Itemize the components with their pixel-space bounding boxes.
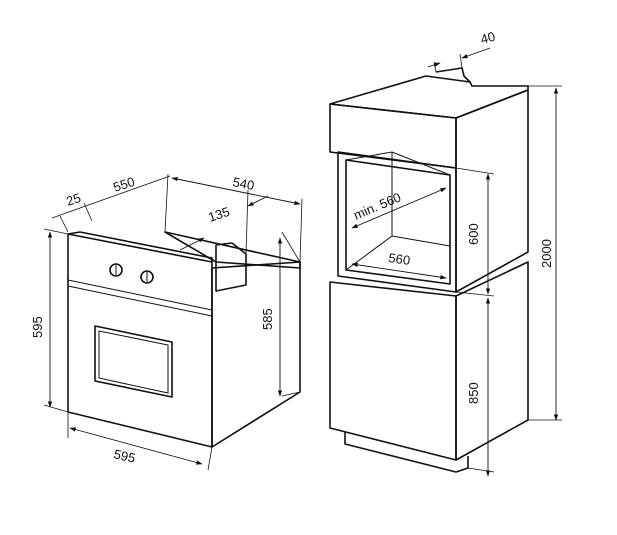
dim-label-600: 600 xyxy=(466,223,481,245)
dim-label-595-horizontal: 595 xyxy=(112,446,137,465)
dim-label-585: 585 xyxy=(260,308,275,330)
oven-front-panel xyxy=(67,233,213,448)
dim-label-540: 540 xyxy=(231,174,255,193)
cabinet-dimensions xyxy=(351,47,562,477)
dim-label-min-560: min. 560 xyxy=(351,189,403,222)
tall-cabinet-drawing xyxy=(329,67,529,473)
oven-dimensions xyxy=(43,173,303,471)
dim-label-135: 135 xyxy=(206,204,231,225)
dim-label-560: 560 xyxy=(388,250,412,268)
cabinet-niche-opening xyxy=(345,159,451,285)
oven-knob-left xyxy=(109,263,123,277)
dim-label-850: 850 xyxy=(466,382,481,404)
dim-label-550: 550 xyxy=(111,174,136,195)
oven-rear-block xyxy=(215,242,247,292)
dim-label-595-vertical: 595 xyxy=(30,316,45,338)
dim-label-25: 25 xyxy=(64,190,82,209)
cabinet-base-unit xyxy=(329,281,457,461)
oven-drawing xyxy=(67,231,301,448)
oven-knob-right xyxy=(140,270,154,284)
oven-door-window xyxy=(94,325,173,398)
dim-label-40: 40 xyxy=(479,29,497,47)
cabinet-top-slab xyxy=(329,75,529,119)
cabinet-plinth xyxy=(344,432,469,473)
dim-label-2000: 2000 xyxy=(539,239,554,268)
cabinet-rear-notch xyxy=(435,67,471,83)
